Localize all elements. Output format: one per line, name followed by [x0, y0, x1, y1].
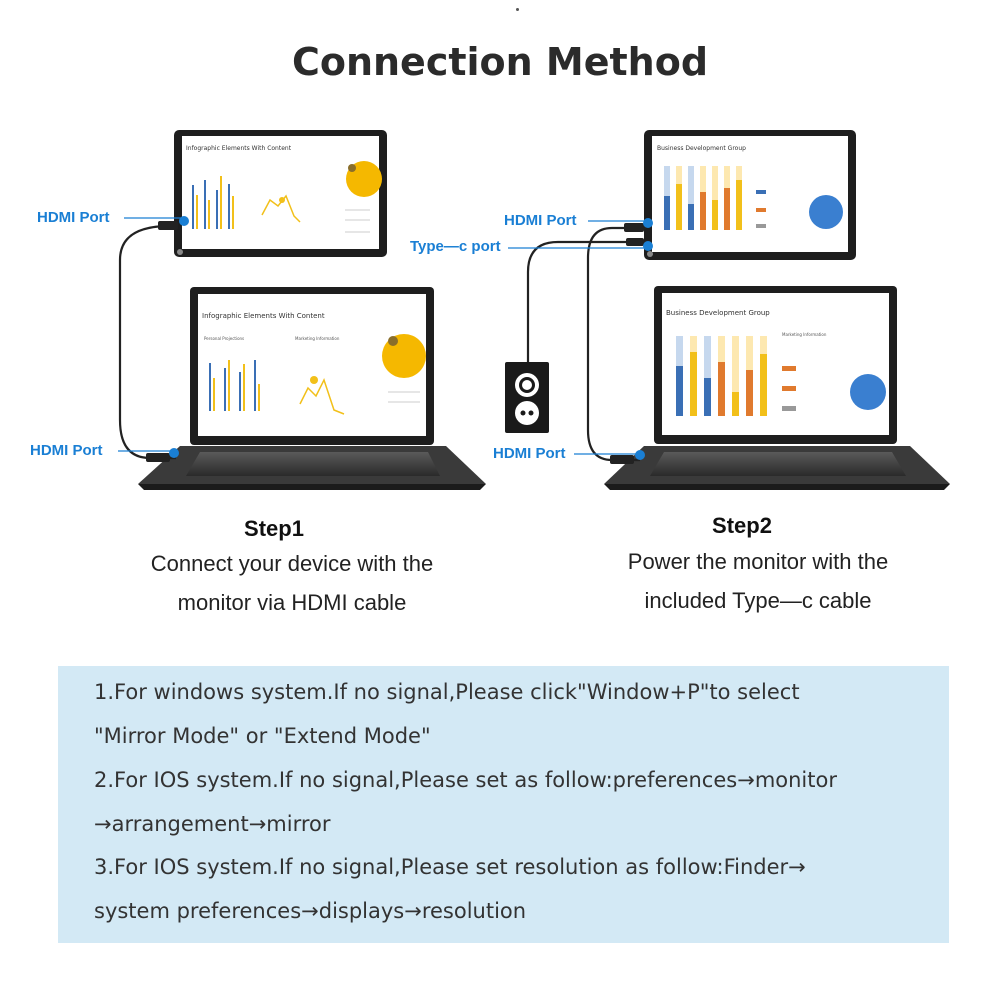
step1-laptop-mini-chart — [209, 360, 260, 411]
power-adapter — [505, 362, 549, 433]
step2-laptop: Business Development Group Marketing Inf… — [604, 286, 950, 490]
connection-diagram: Infographic Elements With Content Infogr… — [118, 130, 950, 490]
step2-laptop-mini-chart — [676, 336, 767, 416]
svg-text:Marketing Information: Marketing Information — [782, 332, 827, 337]
note-line: 3.For IOS system.If no signal,Please set… — [94, 855, 806, 879]
step1-hdmi-cable — [118, 221, 178, 462]
note-line: 2.For IOS system.If no signal,Please set… — [94, 768, 837, 792]
svg-text:Personal Projections: Personal Projections — [204, 336, 244, 341]
step1-laptop-hdmi-port-label: HDMI Port — [30, 442, 103, 459]
step2-typec-port-label: Type—c port — [410, 238, 501, 255]
note-line: →arrangement→mirror — [94, 812, 331, 836]
page-title: Connection Method — [291, 40, 709, 84]
note-line: system preferences→displays→resolution — [94, 899, 527, 923]
note-line: 1.For windows system.If no signal,Please… — [94, 680, 800, 704]
decorative-dot — [516, 8, 519, 11]
step2-title: Step2 — [712, 513, 772, 538]
step2-portable-monitor: Business Development Group — [644, 130, 856, 260]
step2-monitor-mini-chart — [664, 166, 742, 230]
step1-monitor-screen-title: Infographic Elements With Content — [186, 145, 292, 152]
step2-laptop-screen-title: Business Development Group — [666, 309, 770, 317]
step2-hdmi-cable — [586, 223, 646, 464]
step1-monitor-hdmi-port-label: HDMI Port — [37, 209, 110, 226]
svg-text:Marketing Information: Marketing Information — [295, 336, 340, 341]
step2-description: Power the monitor with the included Type… — [627, 549, 889, 613]
step1-title: Step1 — [244, 516, 304, 541]
step1-laptop-screen-title: Infographic Elements With Content — [202, 312, 325, 320]
step2-laptop-hdmi-port-label: HDMI Port — [493, 445, 566, 462]
step1-portable-monitor: Infographic Elements With Content — [174, 130, 387, 257]
step2-monitor-hdmi-port-label: HDMI Port — [504, 212, 577, 229]
step1-laptop: Infographic Elements With Content Person… — [138, 287, 486, 490]
troubleshooting-notes: 1.For windows system.If no signal,Please… — [58, 666, 949, 943]
step1-monitor-mini-chart — [192, 176, 234, 229]
step1-description: Connect your device with the monitor via… — [150, 551, 434, 615]
step1-port-markers — [118, 216, 189, 458]
step2-monitor-screen-title: Business Development Group — [657, 145, 746, 152]
note-line: "Mirror Mode" or "Extend Mode" — [94, 724, 431, 748]
step2-port-markers — [508, 218, 653, 460]
